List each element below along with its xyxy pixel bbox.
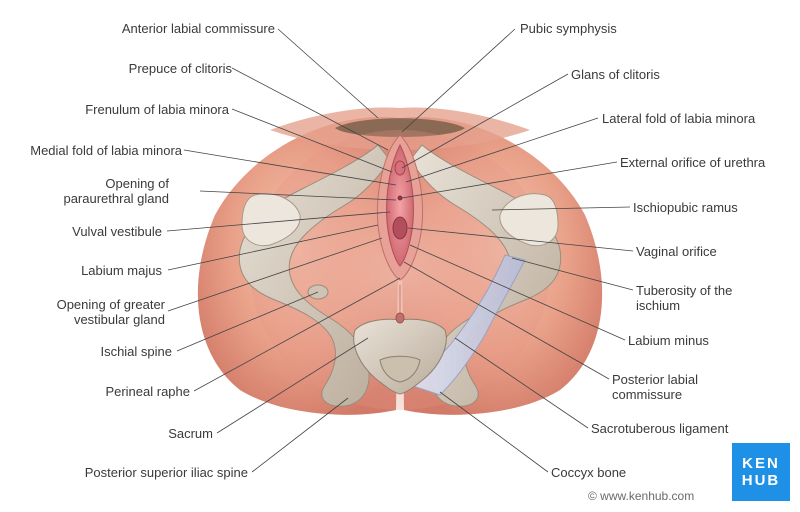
label-line: Glans of clitoris — [571, 67, 660, 82]
leader-line — [231, 108, 393, 173]
label-sacrotuberous-ligament: Sacrotuberous ligament — [591, 421, 728, 436]
logo-line-2: HUB — [741, 472, 781, 489]
leader-line — [403, 261, 610, 380]
leader-line — [277, 28, 379, 119]
label-line: Sacrotuberous ligament — [591, 421, 729, 436]
label-ischial-spine: Ischial spine — [100, 344, 172, 359]
leader-line — [167, 237, 383, 312]
label-line: Vulval vestibule — [72, 224, 162, 239]
leader-line — [511, 257, 634, 291]
leader-line — [491, 206, 631, 211]
leader-line — [166, 211, 391, 232]
label-labium-minus: Labium minus — [628, 333, 709, 348]
label-line: Lateral fold of labia minora — [602, 111, 756, 126]
label-line: Vaginal orifice — [636, 244, 717, 259]
sacrum-coccyx — [353, 318, 447, 395]
vulva — [376, 134, 424, 324]
left-pelvic-bone — [238, 144, 391, 407]
label-perineal-raphe: Perineal raphe — [105, 384, 190, 399]
label-line: commissure — [612, 387, 683, 402]
right-pelvic-bone — [409, 144, 562, 407]
label-line: vestibular gland — [73, 312, 165, 327]
label-labium-majus: Labium majus — [81, 263, 162, 278]
label-anterior-labial-commissure: Anterior labial commissure — [122, 21, 275, 36]
label-line: Posterior superior iliac spine — [84, 465, 248, 480]
leader-line — [439, 391, 549, 473]
label-line: Ischiopubic ramus — [633, 200, 738, 215]
label-line: Perineal raphe — [105, 384, 190, 399]
label-line: Sacrum — [168, 426, 213, 441]
label-line: Anterior labial commissure — [121, 21, 275, 36]
label-line: Pubic symphysis — [520, 21, 617, 36]
label-line: Frenulum of labia minora — [85, 102, 229, 117]
label-line: ischium — [636, 298, 681, 313]
copyright-text: © www.kenhub.com — [588, 489, 695, 503]
label-external-orifice-of-urethra: External orifice of urethra — [620, 155, 765, 170]
label-frenulum-of-labia-minora: Frenulum of labia minora — [85, 102, 229, 117]
logo-line-1: KEN — [742, 455, 780, 472]
leader-line — [216, 337, 369, 434]
label-line: paraurethral gland — [63, 191, 169, 206]
label-line: Opening of greater — [56, 297, 165, 312]
label-line: Labium minus — [628, 333, 709, 348]
leader-line — [251, 397, 349, 473]
leader-line — [401, 161, 618, 199]
label-glans-of-clitoris: Glans of clitoris — [571, 67, 660, 82]
label-line: External orifice of urethra — [620, 155, 766, 170]
label-line: Ischial spine — [100, 344, 172, 359]
leader-line — [183, 149, 397, 186]
label-line: Posterior labial — [612, 372, 698, 387]
kenhub-logo: KEN HUB — [732, 443, 790, 501]
label-vulval-vestibule: Vulval vestibule — [72, 224, 162, 239]
leader-line — [176, 291, 319, 352]
label-vaginal-orifice: Vaginal orifice — [636, 244, 717, 259]
label-sacrum: Sacrum — [168, 426, 213, 441]
label-pubic-symphysis: Pubic symphysis — [520, 21, 617, 36]
label-coccyx-bone: Coccyx bone — [551, 465, 626, 480]
leader-line — [401, 73, 569, 169]
leader-lines-right — [401, 28, 634, 473]
label-ischiopubic-ramus: Ischiopubic ramus — [633, 200, 738, 215]
pubic-hair — [335, 118, 465, 137]
label-line: Medial fold of labia minora — [30, 143, 182, 158]
leader-line — [231, 67, 389, 151]
label-prepuce-of-clitoris: Prepuce of clitoris — [129, 61, 232, 76]
leader-line — [405, 117, 599, 183]
leader-lines-left — [166, 28, 401, 473]
label-line: Prepuce of clitoris — [128, 61, 232, 76]
label-line: Labium majus — [81, 263, 162, 278]
leader-line — [167, 224, 379, 271]
label-line: Coccyx bone — [551, 465, 627, 480]
label-medial-fold-of-labia-minora: Medial fold of labia minora — [30, 143, 182, 158]
leader-line — [199, 190, 397, 201]
leader-line — [454, 337, 589, 429]
label-line: Tuberosity of the — [636, 283, 733, 298]
label-lateral-fold-of-labia-minora: Lateral fold of labia minora — [602, 111, 755, 126]
label-posterior-superior-iliac-spine: Posterior superior iliac spine — [85, 465, 248, 480]
leader-line — [401, 28, 516, 133]
leader-line — [193, 277, 401, 392]
leader-line — [407, 227, 634, 252]
label-line: Opening of — [105, 176, 169, 191]
leader-line — [409, 244, 626, 341]
